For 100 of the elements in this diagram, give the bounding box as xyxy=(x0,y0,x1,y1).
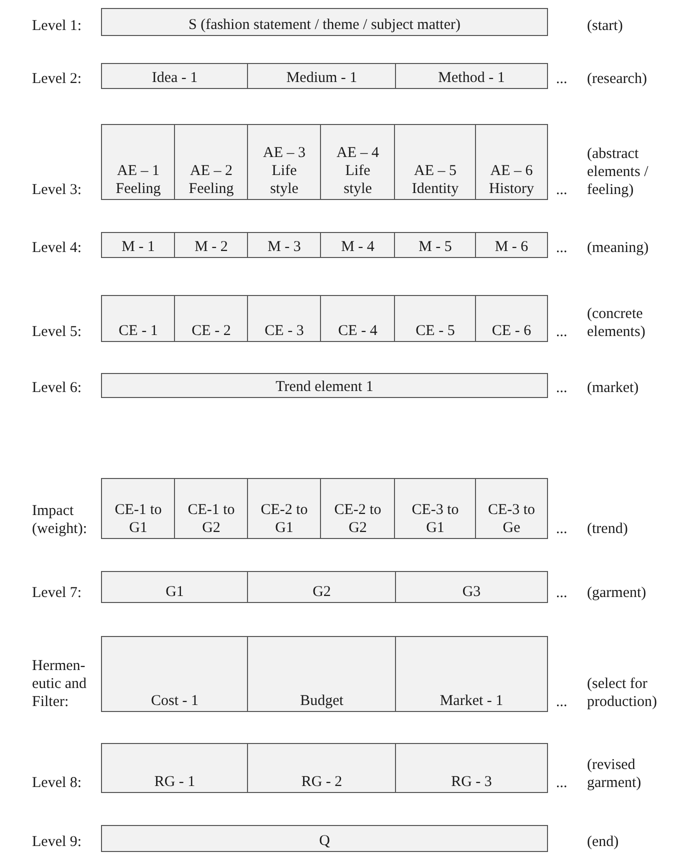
row-note: (garment) xyxy=(587,584,648,602)
ellipsis: ... xyxy=(556,239,568,257)
level-cell xyxy=(101,63,248,89)
level-label: Level 4: xyxy=(32,239,83,257)
level-cell xyxy=(247,232,322,258)
level-cell xyxy=(247,571,396,603)
level-cell xyxy=(395,571,548,603)
cell-text: RG - 1 xyxy=(154,773,196,791)
cell-text: CE - 5 xyxy=(416,322,455,340)
row-note: (trend) xyxy=(587,520,629,538)
level-cell xyxy=(101,373,548,398)
cell-text: CE - 4 xyxy=(338,322,378,340)
level-cell xyxy=(320,124,396,200)
ellipsis: ... xyxy=(556,70,568,88)
level-cell xyxy=(101,232,176,258)
ellipsis: ... xyxy=(556,323,568,341)
level-cell xyxy=(475,295,548,342)
level-cell xyxy=(320,295,396,342)
level-cell xyxy=(101,636,248,712)
level-label: Level 3: xyxy=(32,181,83,199)
cell-text: CE-3 to G1 xyxy=(410,501,460,537)
cell-text: CE - 6 xyxy=(492,322,532,340)
cell-text: CE - 2 xyxy=(192,322,231,340)
cell-text: M - 4 xyxy=(341,238,374,256)
level-cell xyxy=(101,743,248,793)
level-cell xyxy=(247,124,322,200)
level-cell xyxy=(395,636,548,712)
row-note: (market) xyxy=(587,379,640,397)
level-label: Level 7: xyxy=(32,584,83,602)
level-label: Level 1: xyxy=(32,17,83,35)
cell-text: AE – 2 Feeling xyxy=(188,162,235,198)
cell-text: Method - 1 xyxy=(438,69,505,87)
row-note: (concrete elements) xyxy=(587,305,646,341)
level-cell xyxy=(320,478,396,539)
level-cell xyxy=(174,295,248,342)
level-cell xyxy=(247,636,396,712)
level-cell xyxy=(101,124,176,200)
cell-text: RG - 2 xyxy=(301,773,342,791)
level-label: Level 2: xyxy=(32,70,83,88)
level-label: Level 5: xyxy=(32,323,83,341)
ellipsis: ... xyxy=(556,181,568,199)
cell-text: CE-1 to G2 xyxy=(186,501,236,537)
row-note: (research) xyxy=(587,70,648,88)
level-cell xyxy=(247,743,396,793)
row-note: (abstract elements / feeling) xyxy=(587,145,650,199)
cell-text: Market - 1 xyxy=(440,692,504,710)
cell-text: CE-2 to G1 xyxy=(260,501,309,537)
cell-text: CE-1 to G1 xyxy=(114,501,163,537)
level-cell xyxy=(101,571,248,603)
cell-text: Cost - 1 xyxy=(150,692,198,710)
level-cell xyxy=(174,232,248,258)
level-cell xyxy=(101,295,176,342)
cell-text: AE – 1 Feeling xyxy=(114,162,162,198)
level-cell xyxy=(320,232,396,258)
level-label: Impact (weight): xyxy=(32,502,88,538)
level-label: Level 9: xyxy=(32,833,83,851)
level-cell xyxy=(395,743,548,793)
cell-text: AE – 6 History xyxy=(488,162,535,198)
row-note: (start) xyxy=(587,17,624,35)
cell-text: AE – 3 Life style xyxy=(262,144,306,198)
level-cell xyxy=(475,478,548,539)
cell-text: Budget xyxy=(300,692,344,710)
row-note: (end) xyxy=(587,833,620,851)
ellipsis: ... xyxy=(556,379,568,397)
level-cell xyxy=(247,478,322,539)
level-cell xyxy=(247,295,322,342)
cell-text: RG - 3 xyxy=(451,773,492,791)
cell-text: AE – 5 Identity xyxy=(410,162,460,198)
cell-text: M - 5 xyxy=(418,238,452,256)
level-label: Level 8: xyxy=(32,774,83,792)
cell-text: G1 xyxy=(166,583,184,601)
cell-text: M - 6 xyxy=(494,238,528,256)
level-cell xyxy=(394,232,476,258)
level-cell xyxy=(101,825,548,852)
level-cell xyxy=(394,295,476,342)
cell-text: CE-3 to Ge xyxy=(486,501,536,537)
ellipsis: ... xyxy=(556,774,568,792)
cell-text: CE-2 to G2 xyxy=(333,501,382,537)
cell-text: AE – 4 Life style xyxy=(336,144,380,198)
level-cell xyxy=(247,63,396,89)
cell-text: M - 2 xyxy=(194,238,228,256)
ellipsis: ... xyxy=(556,520,568,538)
cell-text: Trend element 1 xyxy=(276,378,374,396)
row-note: (meaning) xyxy=(587,239,650,257)
cell-text: CE - 1 xyxy=(118,322,158,340)
row-note: (revised garment) xyxy=(587,756,642,792)
cell-text: G3 xyxy=(462,583,481,601)
row-note: (select for production) xyxy=(587,675,658,711)
level-cell xyxy=(394,124,476,200)
level-cell xyxy=(101,478,176,539)
cell-text: S (fashion statement / theme / subject matter) xyxy=(188,16,460,34)
level-cell xyxy=(101,8,548,36)
ellipsis: ... xyxy=(556,584,568,602)
level-cell xyxy=(174,478,248,539)
level-cell xyxy=(174,124,248,200)
level-label: Level 6: xyxy=(32,379,83,397)
cell-text: Medium - 1 xyxy=(286,69,358,87)
level-cell xyxy=(395,63,548,89)
cell-text: M - 1 xyxy=(122,238,155,256)
level-cell xyxy=(394,478,476,539)
